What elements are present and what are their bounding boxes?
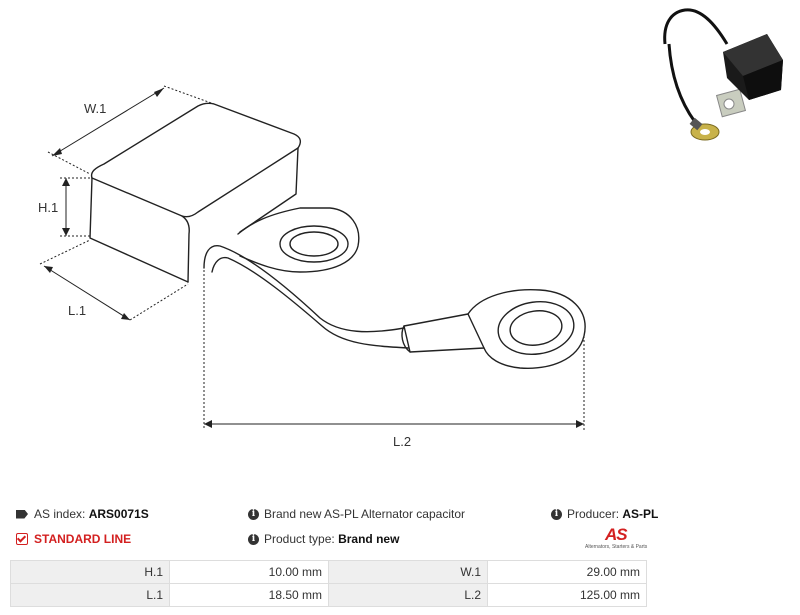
spec-label: H.1 (10, 560, 170, 584)
spec-value: 29.00 mm (487, 560, 647, 584)
info-icon: i (248, 508, 259, 520)
product-type-row: i Product type: Brand new (248, 532, 399, 546)
spec-value: 18.50 mm (169, 583, 329, 607)
info-icon: i (248, 533, 259, 545)
product-type-value: Brand new (338, 532, 400, 546)
standard-line-label: STANDARD LINE (34, 532, 132, 546)
table-row: H.1 10.00 mm W.1 29.00 mm (10, 560, 647, 584)
spec-label: L.1 (10, 583, 170, 607)
spec-label: W.1 (328, 560, 488, 584)
info-icon: i (551, 508, 562, 520)
dimension-label-h1: H.1 (38, 200, 58, 215)
product-photo (663, 8, 783, 141)
as-pl-logo: AS Alternators, Starters & Parts (585, 525, 651, 555)
standard-line-row: STANDARD LINE (16, 532, 131, 546)
table-row: L.1 18.50 mm L.2 125.00 mm (10, 583, 647, 607)
dimensions-table: H.1 10.00 mm W.1 29.00 mm L.1 18.50 mm L… (10, 560, 647, 607)
spec-label: L.2 (328, 583, 488, 607)
spec-value: 10.00 mm (169, 560, 329, 584)
as-index-value: ARS0071S (88, 507, 149, 521)
checkbox-check-icon (16, 533, 28, 545)
tag-icon (16, 509, 28, 519)
producer-value: AS-PL (622, 507, 659, 521)
product-type-label: Product type: (264, 532, 335, 546)
dimension-label-l2: L.2 (393, 434, 411, 449)
technical-drawing: W.1 H.1 L.1 L.2 (38, 85, 586, 449)
as-index-row: AS index: ARS0071S (16, 507, 149, 521)
dimension-label-l1: L.1 (68, 303, 86, 318)
product-description: Brand new AS-PL Alternator capacitor (264, 507, 465, 521)
spec-value: 125.00 mm (487, 583, 647, 607)
logo-mark: AS (605, 525, 628, 544)
logo-tagline: Alternators, Starters & Parts (585, 544, 648, 550)
description-row: i Brand new AS-PL Alternator capacitor (248, 507, 465, 521)
producer-row: i Producer: AS-PL (551, 507, 658, 521)
dimension-label-w1: W.1 (84, 101, 106, 116)
as-index-label: AS index: (34, 507, 86, 521)
producer-label: Producer: (567, 507, 620, 521)
